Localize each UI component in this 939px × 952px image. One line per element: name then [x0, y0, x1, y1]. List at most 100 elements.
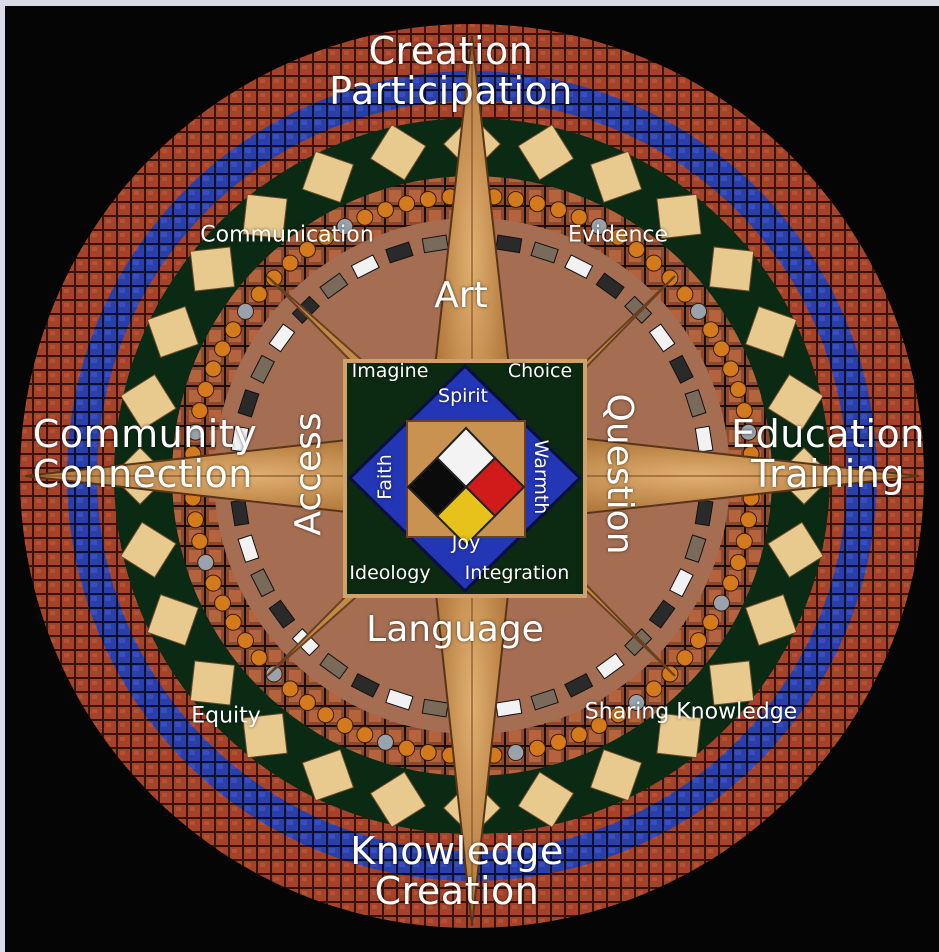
inner-tile — [237, 389, 260, 418]
bead — [661, 665, 679, 683]
label-community: Community — [32, 412, 258, 457]
bead — [735, 532, 753, 550]
label-education: Education — [731, 412, 925, 457]
inner-tile — [595, 652, 625, 680]
bead — [236, 302, 254, 320]
cream-tile — [189, 246, 236, 292]
inner-tile — [694, 499, 714, 527]
bead — [712, 340, 730, 358]
bead — [317, 706, 335, 724]
inner-tile — [564, 254, 594, 279]
label-participation: Participation — [329, 69, 573, 113]
inner-tile — [669, 568, 694, 598]
bead — [507, 190, 525, 208]
inner-tile — [684, 534, 707, 563]
inner-tile — [350, 254, 380, 279]
cream-tile — [369, 771, 427, 828]
label-right-outer: Education Training — [731, 412, 925, 496]
bead — [214, 340, 232, 358]
bead — [356, 208, 374, 226]
inner-tile — [268, 599, 296, 629]
inner-tile — [694, 425, 714, 453]
bead — [336, 716, 354, 734]
mosaic-image: Creation Participation Community Connect… — [5, 6, 939, 952]
bead — [398, 195, 416, 213]
amber-bead-ring — [183, 187, 761, 765]
bead — [628, 240, 646, 258]
bead — [265, 269, 283, 287]
label-creation-bottom: Creation — [374, 869, 540, 913]
medicine-wheel — [406, 426, 526, 547]
label-faith: Faith — [374, 454, 397, 500]
bead — [204, 360, 222, 378]
label-sharing-knowledge: Sharing Knowledge — [584, 699, 798, 725]
label-training: Training — [751, 452, 905, 496]
bead — [550, 733, 568, 751]
inner-tile — [385, 241, 414, 264]
inner-tile — [648, 323, 676, 353]
bead — [224, 321, 242, 339]
bead — [590, 218, 608, 236]
inner-tile — [669, 354, 694, 384]
cream-tile — [745, 593, 798, 647]
cream-tile — [708, 246, 755, 292]
bead — [204, 574, 222, 592]
bead — [661, 269, 679, 287]
bead — [528, 739, 546, 757]
bead — [507, 744, 525, 762]
bead — [265, 665, 283, 683]
label-choice: Choice — [507, 360, 573, 383]
label-question: Question — [598, 393, 640, 555]
cream-tile — [589, 150, 643, 203]
label-connection: Connection — [32, 452, 253, 496]
bead — [590, 716, 608, 734]
mosaic-mandala — [20, 24, 924, 928]
bead — [197, 554, 215, 572]
inner-tile — [237, 534, 260, 563]
inner-tile — [250, 568, 275, 598]
inner-tile — [564, 673, 594, 698]
bead — [376, 733, 394, 751]
bead — [702, 613, 720, 631]
bead — [250, 285, 268, 303]
bead — [376, 201, 394, 219]
inner-tile — [230, 425, 250, 453]
label-access: Access — [288, 412, 330, 536]
bead — [735, 402, 753, 420]
bead — [628, 694, 646, 712]
cream-tile — [120, 521, 177, 579]
bead — [298, 240, 316, 258]
bead — [645, 254, 663, 272]
inner-tile — [595, 272, 625, 300]
inner-tile — [421, 234, 449, 254]
label-ideology: Ideology — [349, 562, 431, 585]
bead — [528, 195, 546, 213]
bead — [224, 613, 242, 631]
bead — [690, 302, 708, 320]
cream-tile — [656, 193, 702, 240]
cream-tile — [767, 373, 824, 431]
label-knowledge: Knowledge — [350, 829, 564, 874]
cream-tile — [656, 712, 702, 759]
bead — [676, 285, 694, 303]
inner-tile — [268, 323, 296, 353]
label-evidence: Evidence — [567, 222, 669, 248]
inner-tile — [495, 234, 523, 254]
bead — [570, 208, 588, 226]
bead — [186, 423, 204, 441]
bead — [197, 380, 215, 398]
bead — [550, 201, 568, 219]
label-imagine: Imagine — [351, 360, 429, 383]
cream-tile — [301, 150, 355, 203]
cream-tile — [517, 771, 575, 828]
label-equity: Equity — [191, 703, 261, 729]
cream-tile — [146, 305, 199, 359]
inner-tile — [530, 688, 559, 711]
bead — [676, 649, 694, 667]
bead — [250, 649, 268, 667]
cream-tile — [708, 660, 755, 706]
label-left-outer: Community Connection — [32, 412, 258, 496]
label-top-outer: Creation Participation — [329, 31, 573, 113]
bead — [419, 190, 437, 208]
bead — [722, 360, 740, 378]
